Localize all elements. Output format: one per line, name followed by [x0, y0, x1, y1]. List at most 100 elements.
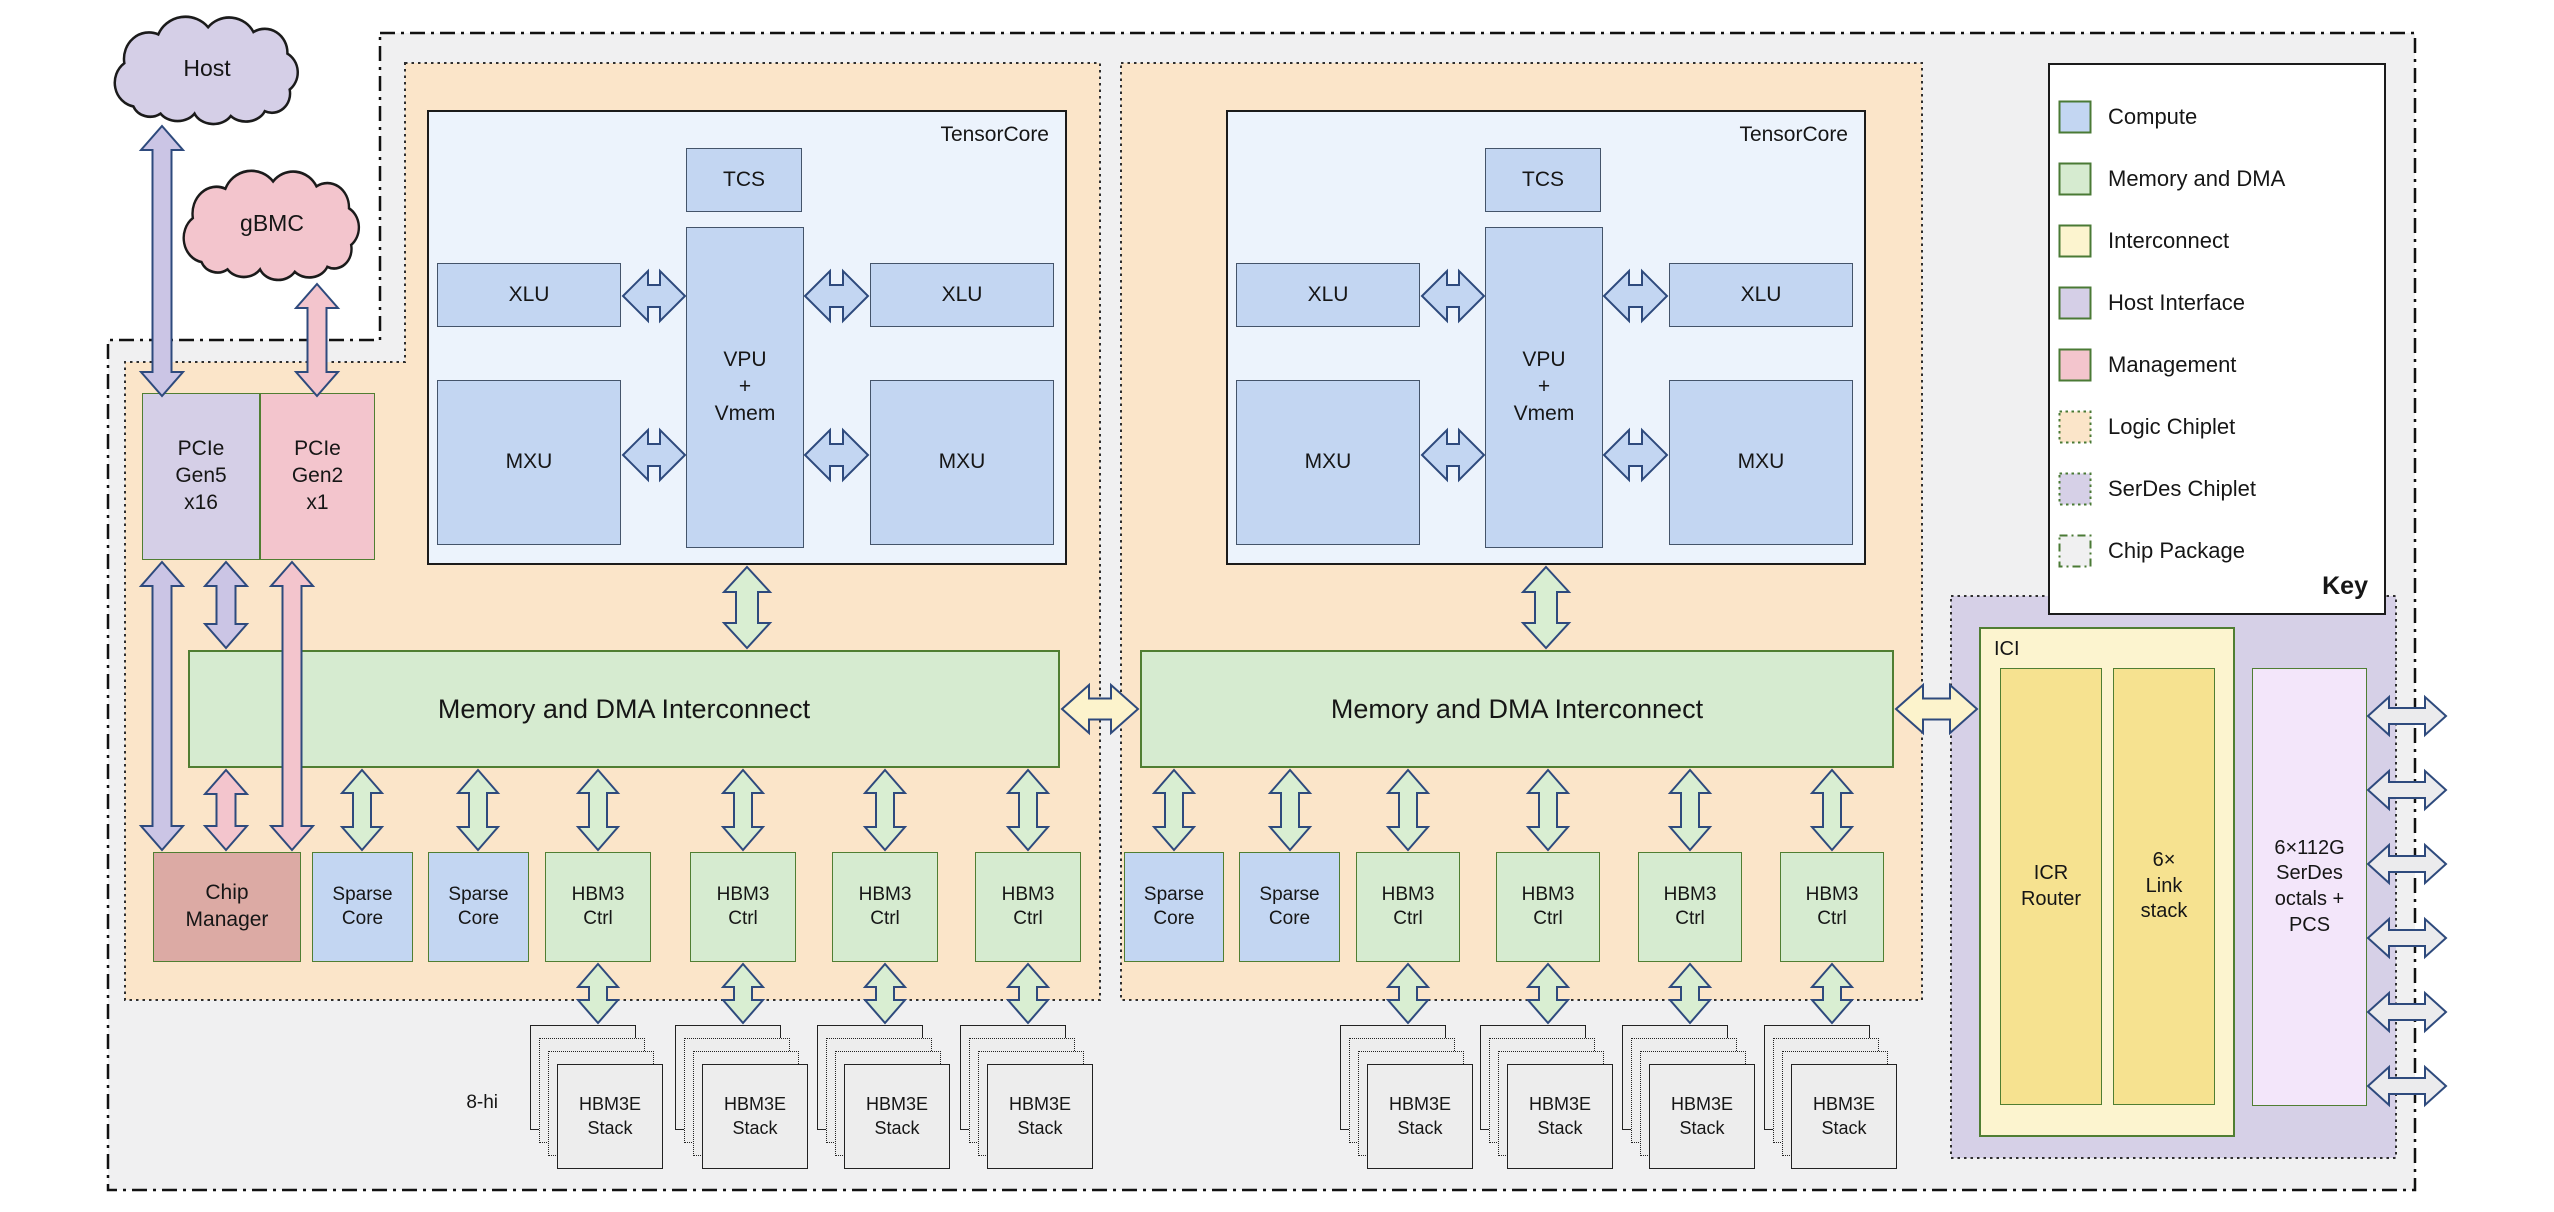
legend-item-host-interface: Host Interface: [2058, 286, 2245, 320]
sparse-core-box-3-label: Sparse: [1143, 883, 1205, 905]
sparse-core-box-2-label: Core: [457, 908, 500, 929]
hbm3e-stack-4-label: HBM3E: [1008, 1094, 1071, 1115]
serdes-octals-box-label: PCS: [2288, 913, 2331, 936]
hbm3e-stack-3-label: HBM3E: [865, 1094, 928, 1115]
legend-label: Compute: [2108, 104, 2198, 129]
gbmc-cloud: gBMC: [182, 168, 362, 284]
hbm3-ctrl-box-4-label: HBM3: [1001, 883, 1055, 905]
memory-dma-interconnect-1-label: Memory and DMA Interconnect: [437, 693, 811, 724]
host-cloud-label: Host: [183, 55, 231, 81]
tcs-box-1: TCS: [686, 148, 802, 212]
legend-swatch: [2058, 348, 2092, 382]
legend-swatch: [2058, 410, 2092, 444]
legend-swatch: [2058, 224, 2092, 258]
mxu-box-2-right: MXU: [1669, 380, 1853, 545]
hbm3e-stack-6-label: Stack: [1537, 1117, 1583, 1138]
memory-dma-interconnect-2-label: Memory and DMA Interconnect: [1330, 693, 1704, 724]
vpu-vmem-box-1-label: Vmem: [714, 401, 776, 425]
tcs-box-2: TCS: [1485, 148, 1601, 212]
mxu-box-1-right: MXU: [870, 380, 1054, 545]
legend-item-logic-chiplet: Logic Chiplet: [2058, 410, 2235, 444]
chip-manager-box-label: Chip: [205, 881, 249, 905]
hbm3-ctrl-box-7-label: Ctrl: [1675, 908, 1705, 929]
icr-router-box-label: ICR: [2033, 861, 2069, 884]
legend-label: SerDes Chiplet: [2108, 476, 2256, 501]
hbm3e-stack-5-label: HBM3E: [1388, 1094, 1451, 1115]
ici-label: ICI: [1994, 638, 2020, 660]
link-stack-box-label: 6×: [2152, 849, 2176, 872]
hbm3-ctrl-box-8-label: HBM3: [1805, 883, 1859, 905]
mxu-box-2-right-label: MXU: [1737, 450, 1785, 474]
legend-box: [2048, 63, 2386, 615]
serdes-octals-box: 6×112G SerDes octals + PCS: [2252, 668, 2367, 1106]
legend-item-management: Management: [2058, 348, 2236, 382]
host-cloud-shape: [113, 15, 299, 126]
sparse-core-box-1-label: Core: [341, 908, 384, 929]
link-stack-box-label: stack: [2140, 900, 2188, 923]
legend-item-serdes-chiplet: SerDes Chiplet: [2058, 472, 2256, 506]
legend-label: Interconnect: [2108, 228, 2230, 253]
hbm3-ctrl-box-4-label: Ctrl: [1013, 908, 1043, 929]
gbmc-cloud-label: gBMC: [240, 210, 304, 236]
xlu-box-1-right-label: XLU: [941, 282, 983, 306]
hbm3-ctrl-box-7-label: HBM3: [1663, 883, 1717, 905]
tensorcore-1-title: TensorCore: [940, 123, 1049, 146]
pcie-gen2-box-label: x1: [306, 490, 329, 514]
legend-title: Key: [2322, 572, 2368, 600]
legend-item-memory-and-dma: Memory and DMA: [2058, 162, 2285, 196]
mxu-box-1-left: MXU: [437, 380, 621, 545]
hbm3-ctrl-box-1-label: Ctrl: [583, 908, 613, 929]
legend-swatch: [2058, 162, 2092, 196]
hbm3-ctrl-box-1-label: HBM3: [571, 883, 625, 905]
mxu-box-2-left: MXU: [1236, 380, 1420, 545]
pcie-gen2-box-label: PCIe: [294, 437, 341, 461]
xlu-box-2-right-label: XLU: [1740, 282, 1782, 306]
hbm3-ctrl-box-6-label: HBM3: [1521, 883, 1575, 905]
host-cloud: Host: [113, 14, 301, 128]
legend-label: Chip Package: [2108, 538, 2245, 563]
memory-dma-interconnect-1: Memory and DMA Interconnect: [188, 650, 1060, 768]
vpu-vmem-box-1-label: VPU: [723, 348, 767, 372]
pcie-gen2-box-label: Gen2: [291, 464, 344, 488]
legend-label: Management: [2108, 352, 2237, 377]
mxu-box-1-right-label: MXU: [938, 450, 986, 474]
chip-manager-box-label: Manager: [185, 908, 269, 931]
vpu-vmem-box-1-label: +: [738, 375, 752, 399]
hbm3-ctrl-box-5-label: HBM3: [1381, 883, 1435, 905]
sparse-core-box-2-label: Sparse: [448, 883, 509, 905]
serdes-octals-box-label: 6×112G: [2274, 836, 2345, 859]
stack-height-note: 8-hi: [466, 1092, 498, 1113]
legend-label: Logic Chiplet: [2108, 414, 2236, 439]
hbm3e-stack-4-label: Stack: [1017, 1117, 1063, 1138]
hbm3-ctrl-box-3-label: Ctrl: [870, 908, 900, 929]
serdes-octals-box-label: SerDes: [2276, 862, 2343, 885]
xlu-box-1-right: XLU: [870, 263, 1054, 327]
legend-item-interconnect: Interconnect: [2058, 224, 2229, 258]
mxu-box-2-left-label: MXU: [1304, 450, 1352, 474]
sparse-core-box-4-label: Sparse: [1259, 883, 1320, 905]
hbm3e-stack-3-label: Stack: [874, 1117, 920, 1138]
serdes-octals-box-label: octals +: [2274, 888, 2345, 910]
legend-label: Memory and DMA: [2108, 166, 2286, 191]
legend-swatch: [2058, 100, 2092, 134]
memory-dma-interconnect-2: Memory and DMA Interconnect: [1140, 650, 1894, 768]
hbm3e-stack-7-label: HBM3E: [1670, 1094, 1733, 1115]
xlu-box-2-left: XLU: [1236, 263, 1420, 327]
hbm3e-stack-8-label: HBM3E: [1812, 1094, 1875, 1115]
tcs-box-2-label: TCS: [1522, 167, 1564, 191]
legend-swatch: [2058, 286, 2092, 320]
hbm3-ctrl-box-5-label: Ctrl: [1393, 908, 1423, 929]
